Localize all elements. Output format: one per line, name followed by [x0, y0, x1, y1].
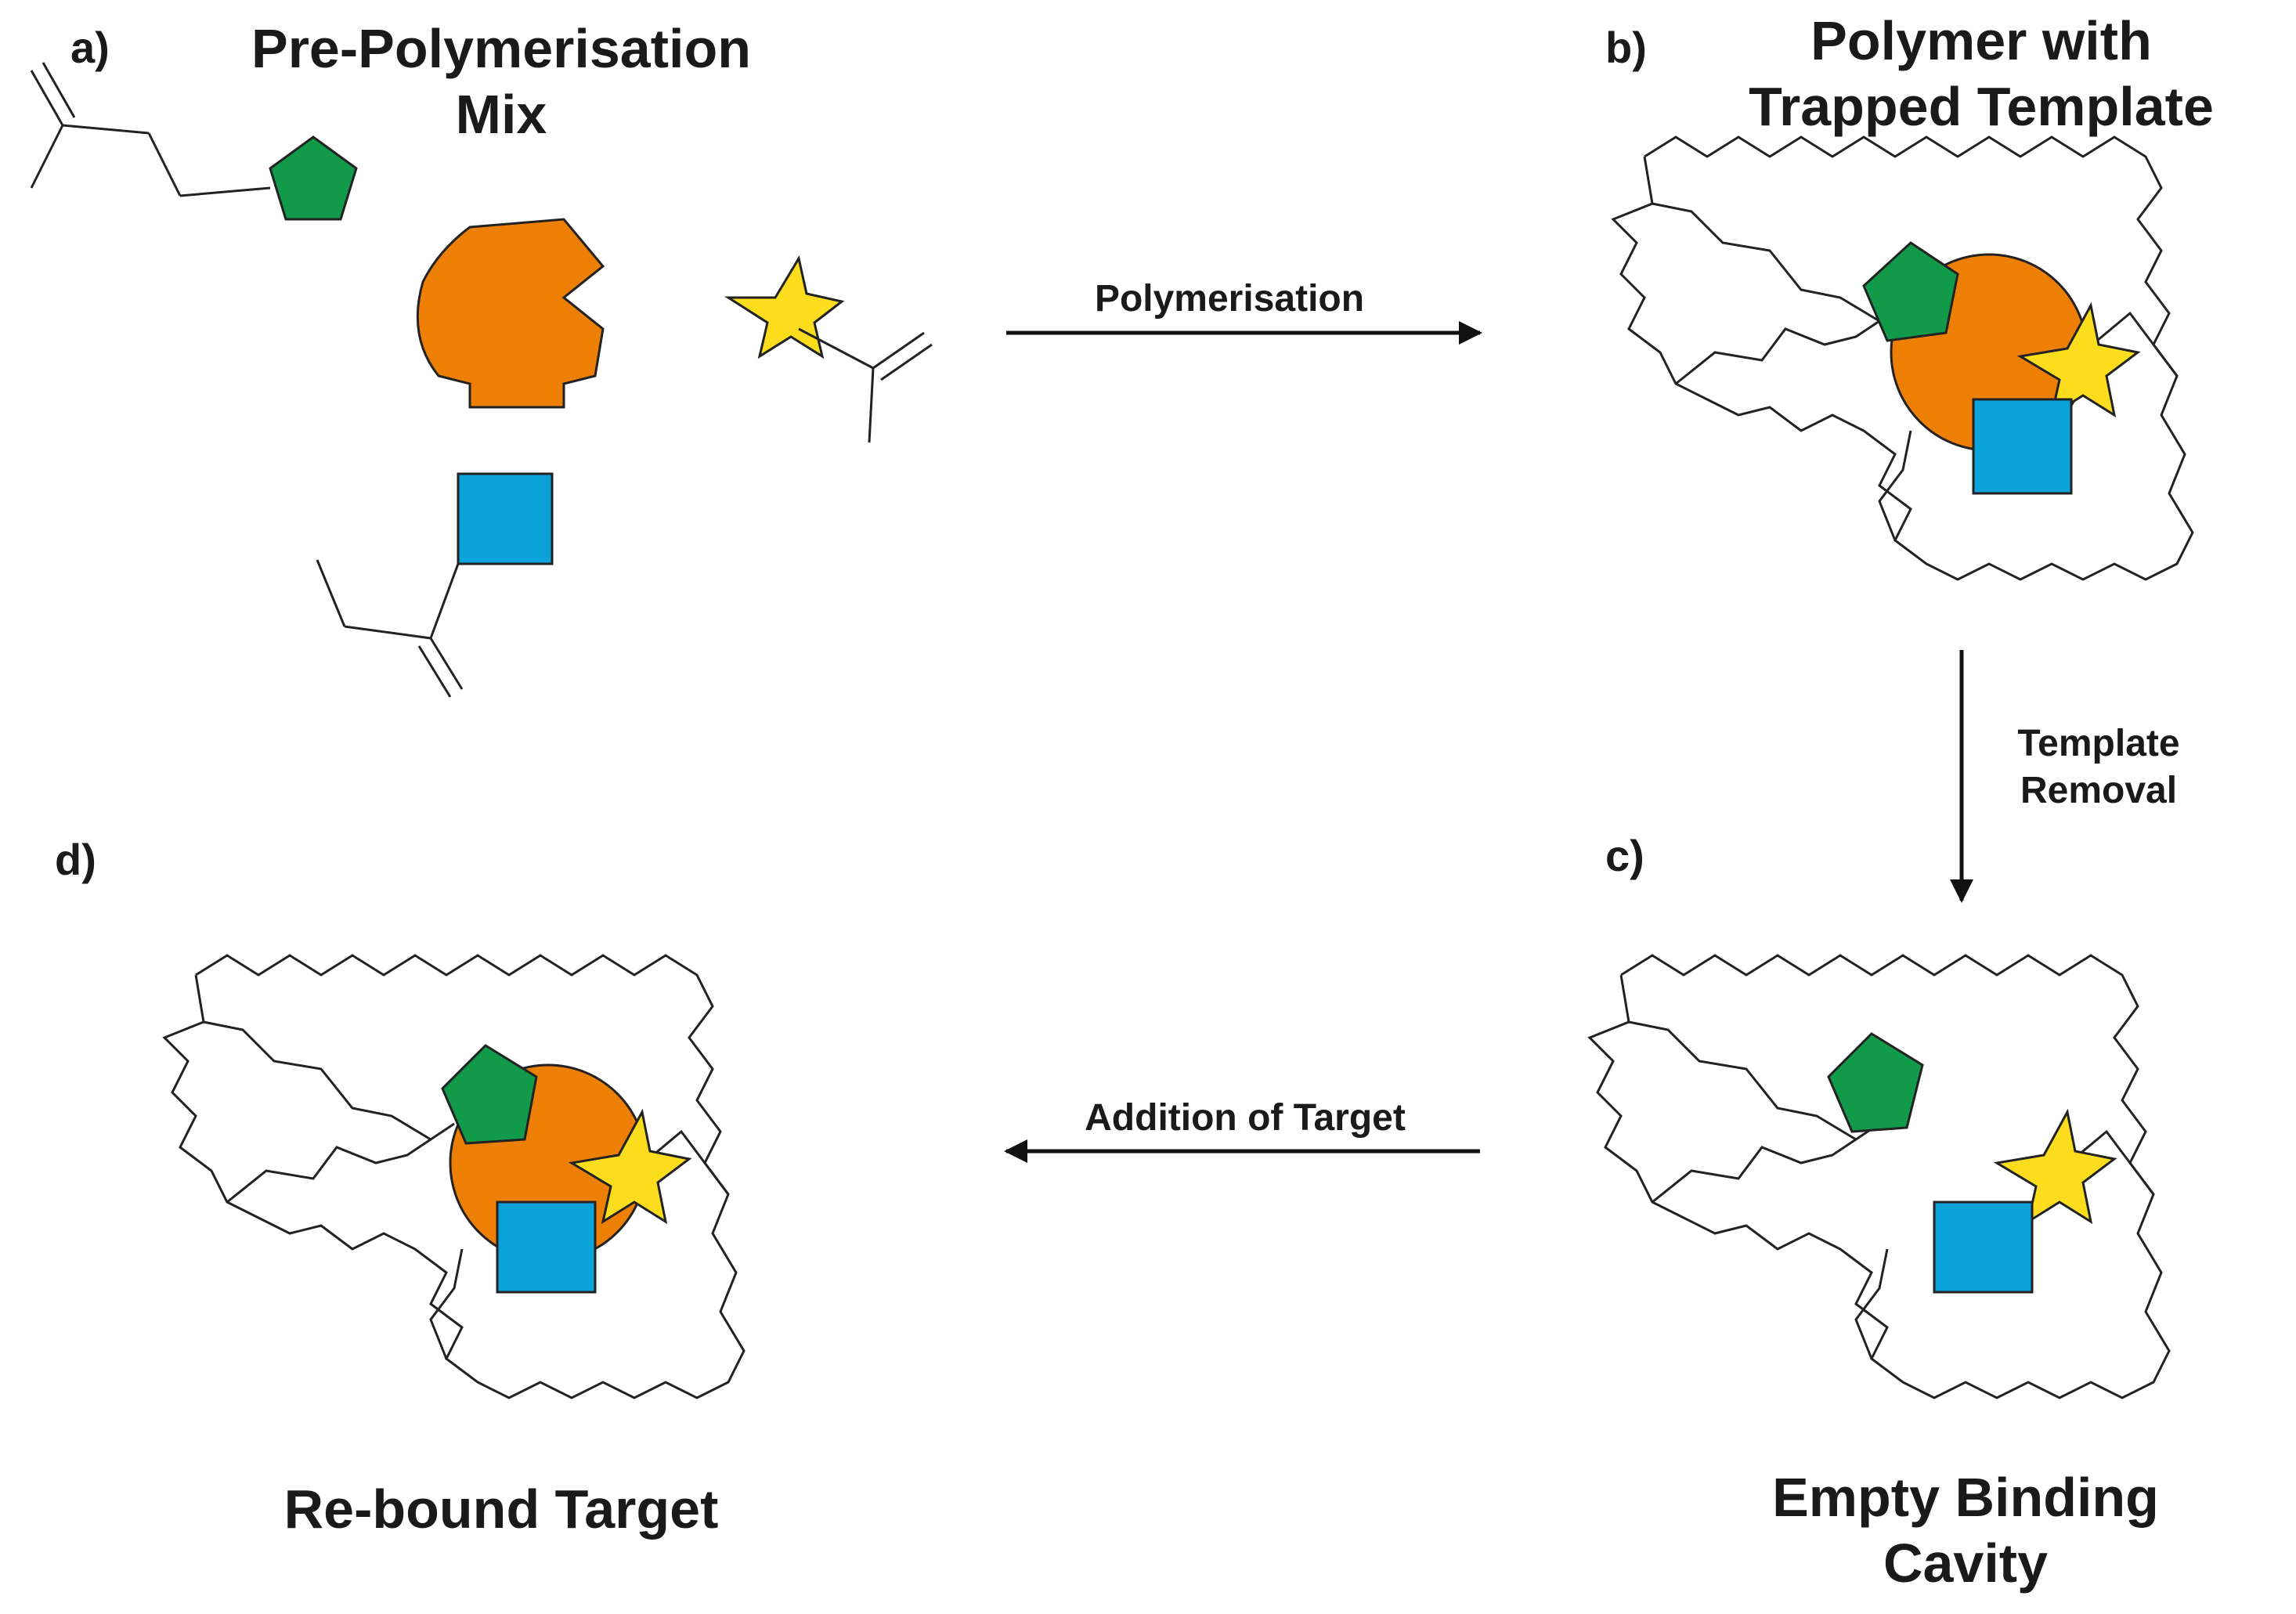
star-site-c [1993, 1108, 2117, 1225]
panel-d-title: Re-bound Target [283, 1479, 719, 1540]
panel-a-letter: a) [70, 23, 110, 72]
panel-b-title-line2: Trapped Template [1749, 76, 2214, 137]
pentagon-site-b [1862, 241, 1959, 342]
star-site-b [2016, 301, 2141, 418]
panel-a-title: Pre-Polymerisation Mix [188, 16, 814, 147]
panel-d-letter: d) [55, 835, 96, 884]
square-monomer-chain [316, 559, 464, 698]
square-site-c [1933, 1201, 2034, 1294]
pentagon-monomer [269, 135, 358, 221]
panel-d-graphics [163, 954, 745, 1399]
star-monomer-chain [798, 327, 933, 443]
panel-c-letter: c) [1605, 831, 1644, 880]
template-removal-line1: Template [2017, 723, 2180, 764]
panel-c-title-line1: Empty Binding [1772, 1467, 2159, 1528]
square-site-d [496, 1201, 597, 1294]
green-monomer-chain [30, 62, 271, 197]
template-removal-label: Template Removal [1973, 720, 2224, 814]
panel-b-title: Polymer with Trapped Template [1668, 8, 2294, 139]
panel-a-title-line1: Pre-Polymerisation [251, 18, 751, 79]
panel-c-graphics [1588, 954, 2171, 1399]
panel-a-title-line2: Mix [455, 84, 547, 145]
square-monomer [457, 472, 554, 565]
panel-c-title-line2: Cavity [1883, 1533, 2049, 1594]
pentagon-site-d [441, 1044, 538, 1145]
star-site-d [568, 1108, 692, 1225]
template-molecule [416, 218, 605, 409]
panel-b-letter: b) [1605, 23, 1647, 72]
pentagon-site-c [1827, 1032, 1924, 1133]
panel-b-graphics [1612, 135, 2194, 581]
panel-c-title: Empty Binding Cavity [1668, 1464, 2263, 1596]
panel-a-graphics [30, 62, 933, 698]
addition-of-target-label: Addition of Target [1085, 1097, 1406, 1139]
panel-b-title-line1: Polymer with [1810, 10, 2152, 71]
star-monomer [724, 255, 845, 359]
square-site-b [1972, 398, 2073, 495]
polymerisation-label: Polymerisation [1094, 278, 1365, 320]
template-removal-line2: Removal [2020, 770, 2178, 811]
